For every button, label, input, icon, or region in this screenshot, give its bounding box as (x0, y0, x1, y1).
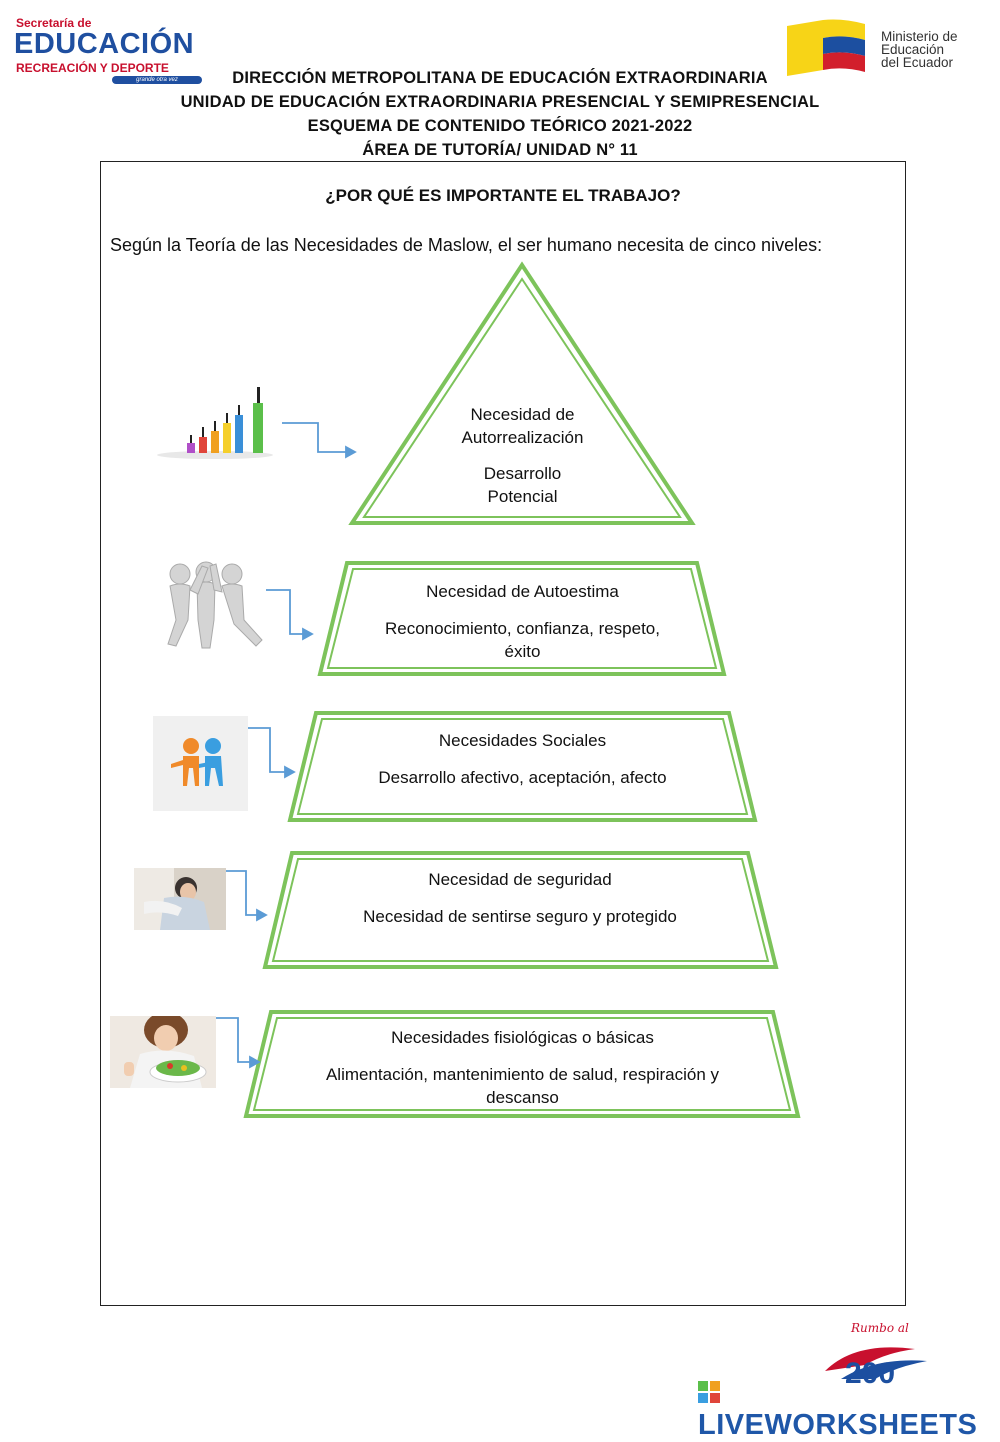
arrow-5 (216, 1017, 252, 1063)
level-4-desc: Necesidad de sentirse seguro y protegido (363, 907, 677, 926)
rumbo-al-logo: Rumbo al 200 (815, 1315, 935, 1385)
level-5-desc: Alimentación, mantenimiento de salud, re… (325, 1065, 720, 1084)
level-1-triangle (348, 261, 696, 525)
level-1-text: Necesidad de Autorrealización Desarrollo… (420, 403, 625, 508)
level-2-desc: Reconocimiento, confianza, respeto, (385, 619, 660, 638)
liveworksheets-watermark: LIVEWORKSHEETS (698, 1376, 1000, 1442)
level-4-title: Necesidad de seguridad (428, 870, 612, 889)
liveworksheets-icon (698, 1381, 720, 1403)
header-line-1: DIRECCIÓN METROPOLITANA DE EDUCACIÓN EXT… (232, 69, 768, 87)
level-1-title: Necesidad de (470, 405, 575, 424)
ecuador-flag-icon (787, 19, 865, 76)
growth-chart-image (157, 387, 273, 459)
level-3-desc: Desarrollo afectivo, aceptación, afecto (378, 768, 667, 787)
level-2-trapezoid (317, 561, 727, 676)
level-2-desc-2: éxito (504, 642, 541, 661)
ministerio-educacion-logo: Ministerio de Educación del Ecuador (785, 18, 985, 80)
level-4-text: Necesidad de seguridad Necesidad de sent… (275, 868, 765, 928)
level-2-text: Necesidad de Autoestima Reconocimiento, … (330, 580, 715, 663)
salad-photo-image (110, 1016, 216, 1088)
level-3-text: Necesidades Sociales Desarrollo afectivo… (300, 729, 745, 789)
level-5-text: Necesidades fisiológicas o básicas Alime… (260, 1026, 785, 1109)
pyramid-diagram (216, 261, 801, 1118)
arrow-3 (248, 727, 287, 773)
arrow-1 (282, 422, 348, 453)
level-3-title: Necesidades Sociales (438, 731, 607, 750)
level-5-desc-2: descanso (486, 1088, 559, 1107)
level-1-desc-2: Potencial (487, 487, 558, 506)
team-figures-image (167, 561, 263, 649)
header-line-3: ESQUEMA DE CONTENIDO TEÓRICO 2021-2022 (307, 117, 693, 135)
svg-text:200: 200 (845, 1357, 895, 1385)
level-2-title: Necesidad de Autoestima (426, 582, 619, 601)
level-5-title: Necesidades fisiológicas o básicas (391, 1028, 654, 1047)
level-1-desc: Desarrollo (483, 464, 562, 483)
header-line-4: ÁREA DE TUTORÍA/ UNIDAD N° 11 (362, 141, 638, 159)
level-1-title-2: Autorrealización (461, 428, 584, 447)
level-3-trapezoid (287, 711, 758, 822)
intro-text: Según la Teoría de las Necesidades de Ma… (110, 235, 823, 255)
level-5-trapezoid (243, 1010, 801, 1118)
level-4-trapezoid (262, 851, 779, 969)
bicentenario-icon: 200 (825, 1347, 927, 1385)
question-title: ¿POR QUÉ ES IMPORTANTE EL TRABAJO? (325, 186, 681, 205)
handshake-figures-image (153, 716, 248, 811)
arrow-4 (224, 870, 259, 916)
arrow-2 (266, 589, 305, 635)
secretaria-educacion-logo: Secretaría de EDUCACIÓN RECREACIÓN Y DEP… (14, 16, 202, 84)
header-line-2: UNIDAD DE EDUCACIÓN EXTRAORDINARIA PRESE… (180, 93, 820, 111)
hug-photo-image (134, 868, 226, 930)
content-frame (100, 161, 906, 1306)
